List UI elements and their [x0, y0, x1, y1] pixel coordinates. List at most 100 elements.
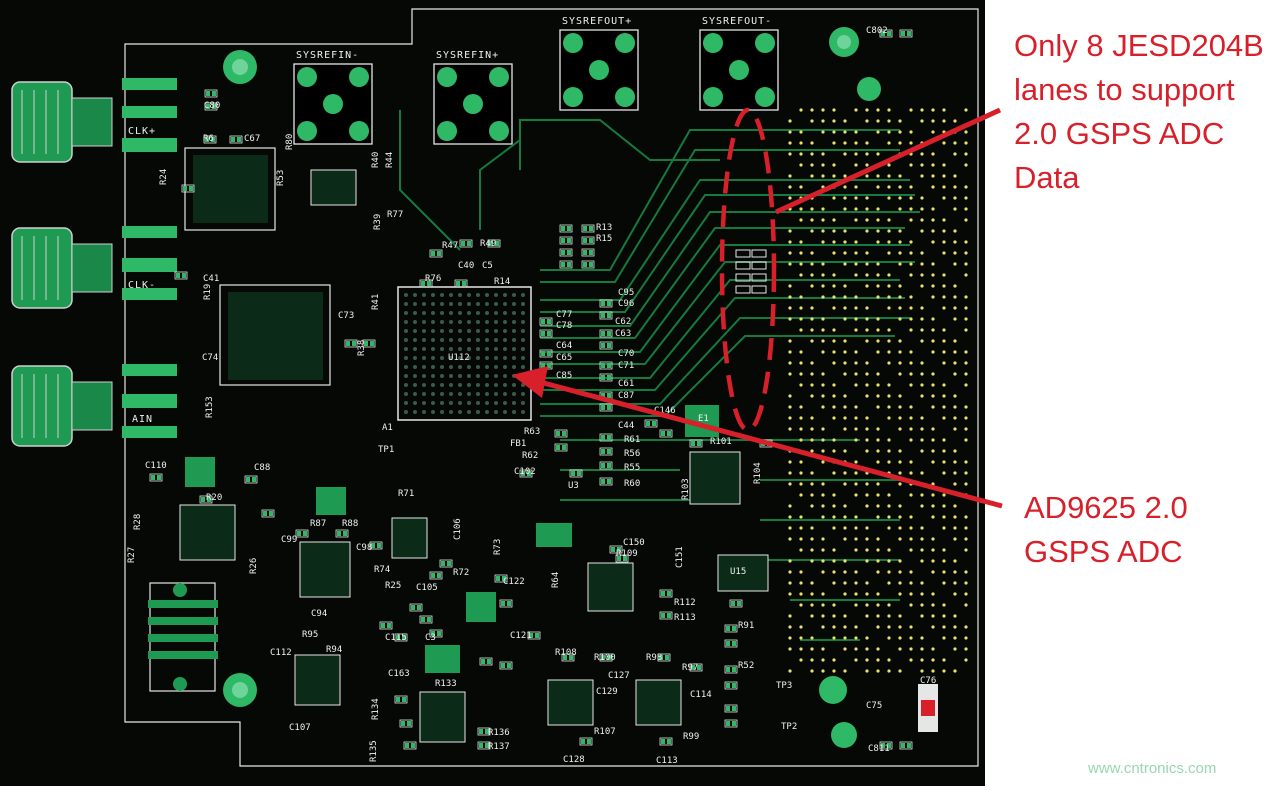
via	[964, 515, 968, 519]
via	[898, 636, 902, 640]
via	[931, 647, 935, 651]
via	[865, 108, 869, 112]
label-r64: R64	[551, 572, 561, 588]
passive-pad	[561, 238, 565, 243]
bga-ball	[431, 293, 435, 297]
passive-outline	[181, 184, 195, 193]
via	[876, 603, 880, 607]
via	[788, 526, 792, 530]
via	[865, 361, 869, 365]
via	[909, 592, 913, 596]
via	[854, 570, 858, 574]
via	[854, 438, 858, 442]
via	[953, 515, 957, 519]
bga-ball	[494, 311, 498, 315]
via	[788, 581, 792, 585]
via	[832, 229, 836, 233]
label-r77: R77	[387, 210, 403, 220]
bga-ball	[521, 293, 525, 297]
bga-ball	[521, 311, 525, 315]
via	[964, 647, 968, 651]
via	[854, 427, 858, 431]
via	[788, 636, 792, 640]
via	[854, 141, 858, 145]
via	[887, 185, 891, 189]
via	[931, 482, 935, 486]
passive-pad	[589, 238, 593, 243]
passive-outline	[609, 545, 623, 554]
bga-ball	[494, 374, 498, 378]
via	[821, 504, 825, 508]
via	[832, 504, 836, 508]
passive-pad	[607, 405, 611, 410]
passive-outline	[539, 329, 553, 338]
passive-pad	[607, 343, 611, 348]
via	[887, 108, 891, 112]
via	[909, 482, 913, 486]
via	[931, 669, 935, 673]
bga-ball	[467, 356, 471, 360]
label-r55: R55	[624, 463, 640, 473]
via	[887, 438, 891, 442]
via	[865, 251, 869, 255]
passive-pad	[697, 665, 701, 670]
via	[799, 240, 803, 244]
passive-outline	[559, 236, 573, 245]
via	[887, 405, 891, 409]
via	[810, 559, 814, 563]
via	[931, 405, 935, 409]
via	[942, 229, 946, 233]
via	[843, 372, 847, 376]
via	[909, 152, 913, 156]
via	[931, 207, 935, 211]
bga-ball	[467, 320, 471, 324]
via	[865, 504, 869, 508]
via	[909, 295, 913, 299]
via	[887, 174, 891, 178]
via	[788, 207, 792, 211]
bga-ball	[422, 311, 426, 315]
passive-outline	[724, 719, 738, 728]
bga-ball	[440, 302, 444, 306]
via	[909, 581, 913, 585]
passive-outline	[581, 248, 595, 257]
bga-ball	[503, 365, 507, 369]
via	[920, 669, 924, 673]
via	[821, 669, 825, 673]
via	[832, 174, 836, 178]
bga-ball	[404, 392, 408, 396]
callout-ad9625-adc: AD9625 2.0 GSPS ADC	[1024, 486, 1264, 574]
via	[920, 383, 924, 387]
via	[953, 361, 957, 365]
passive-outline	[149, 473, 163, 482]
via	[920, 592, 924, 596]
passive-pad	[607, 393, 611, 398]
via	[920, 152, 924, 156]
via	[832, 493, 836, 497]
passive-outline	[499, 599, 513, 608]
via	[898, 482, 902, 486]
via	[964, 482, 968, 486]
via	[942, 174, 946, 178]
via	[788, 119, 792, 123]
passive-outline	[295, 529, 309, 538]
via	[909, 262, 913, 266]
via	[854, 152, 858, 156]
via	[942, 416, 946, 420]
via	[788, 570, 792, 574]
via	[898, 394, 902, 398]
passive-pad	[521, 471, 525, 476]
via	[909, 108, 913, 112]
via	[898, 526, 902, 530]
bga-ball	[476, 401, 480, 405]
via	[876, 350, 880, 354]
via	[788, 196, 792, 200]
via	[920, 328, 924, 332]
mounting-holes	[223, 27, 881, 748]
via	[810, 163, 814, 167]
via	[964, 416, 968, 420]
bga-ball	[512, 347, 516, 351]
via	[832, 196, 836, 200]
label-c115: C115	[385, 633, 407, 643]
via	[843, 306, 847, 310]
